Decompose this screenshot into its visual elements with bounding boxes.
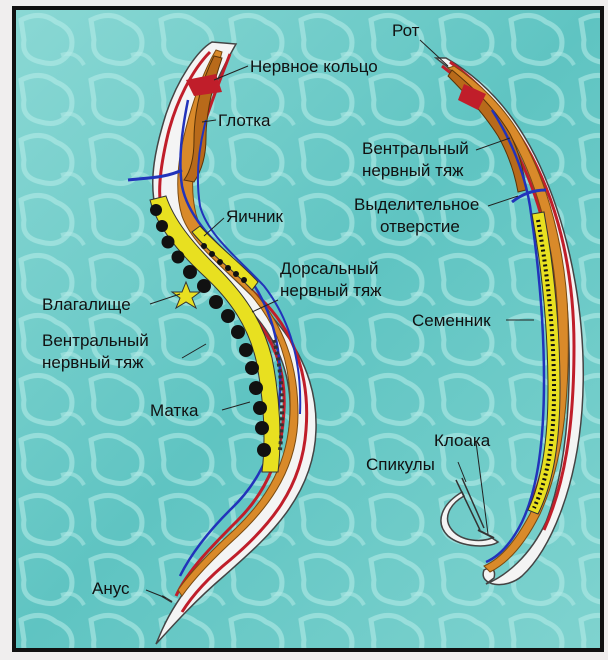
label-mouth: Рот bbox=[392, 21, 420, 40]
label-vagina: Влагалище bbox=[42, 295, 131, 314]
label-excretory-pore-2: отверстие bbox=[380, 217, 460, 236]
label-nerve-ring: Нервное кольцо bbox=[250, 57, 378, 76]
label-ovary: Яичник bbox=[226, 207, 284, 226]
label-ventral-nerve-male-2: нервный тяж bbox=[362, 161, 464, 180]
label-ventral-nerve-male-1: Вентральный bbox=[362, 139, 469, 158]
label-dorsal-nerve-1: Дорсальный bbox=[280, 259, 378, 278]
label-ventral-nerve-female-2: нервный тяж bbox=[42, 353, 144, 372]
label-ventral-nerve-female-1: Вентральный bbox=[42, 331, 149, 350]
nematode-anatomy-diagram: Рот Нервное кольцо Глотка Вентральный не… bbox=[16, 10, 600, 648]
label-pharynx: Глотка bbox=[218, 111, 271, 130]
label-testis: Семенник bbox=[412, 311, 491, 330]
label-cloaca: Клоака bbox=[434, 431, 491, 450]
label-uterus: Матка bbox=[150, 401, 199, 420]
diagram-frame: Рот Нервное кольцо Глотка Вентральный не… bbox=[12, 6, 604, 652]
label-spicules: Спикулы bbox=[366, 455, 435, 474]
label-excretory-pore-1: Выделительное bbox=[354, 195, 479, 214]
label-dorsal-nerve-2: нервный тяж bbox=[280, 281, 382, 300]
label-anus: Анус bbox=[92, 579, 130, 598]
